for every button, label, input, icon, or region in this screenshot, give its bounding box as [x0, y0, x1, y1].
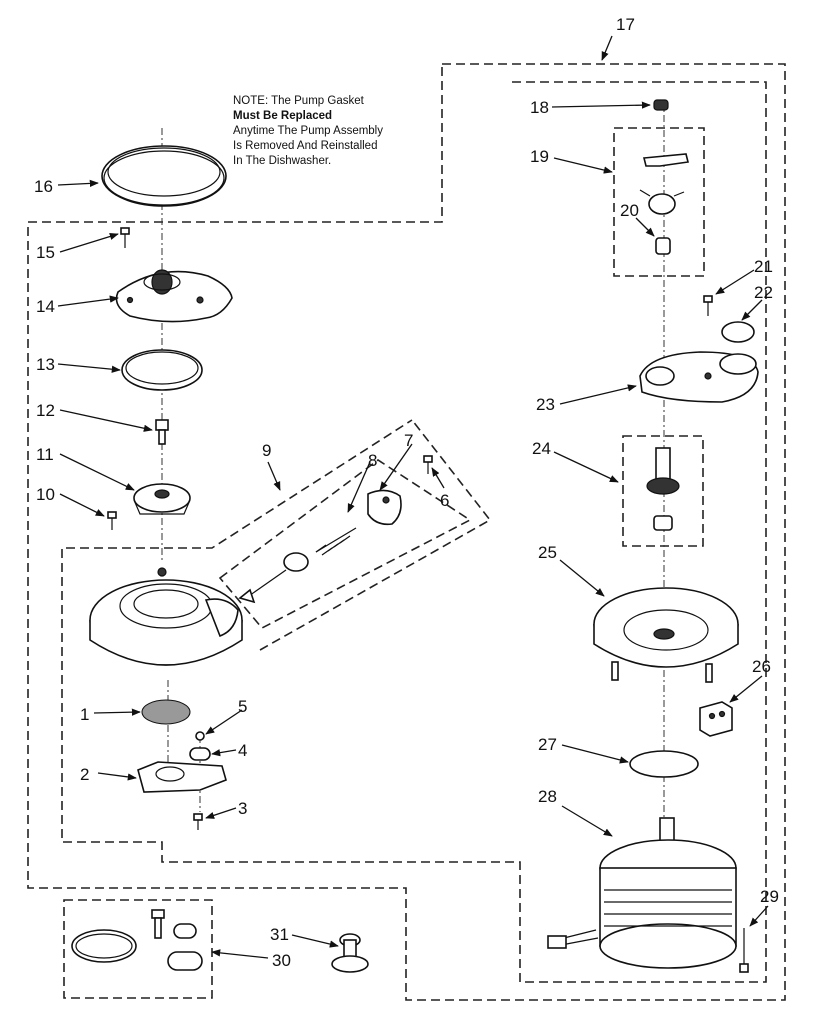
callout-6: 6	[440, 491, 449, 510]
bearing-plate-23	[639, 351, 759, 403]
callout-12: 12	[36, 401, 55, 420]
note-line-4: Is Removed And Reinstalled	[233, 140, 377, 152]
callout-17: 17	[616, 15, 635, 34]
callout-7: 7	[404, 431, 413, 450]
pump-gasket-ring	[101, 145, 227, 207]
callout-5: 5	[238, 697, 247, 716]
callout-29: 29	[760, 887, 779, 906]
callout-25: 25	[538, 543, 557, 562]
screw-29-icon	[739, 928, 749, 973]
valve-cap-7	[367, 489, 402, 526]
valve-assembly-9	[238, 527, 357, 604]
callout-22: 22	[754, 283, 773, 302]
group-pump-lower-boundary	[259, 419, 492, 651]
housing-bracket-2	[137, 761, 227, 793]
pump-housing	[89, 567, 243, 666]
seal-4	[189, 747, 211, 761]
nut-18-icon	[653, 99, 669, 111]
callout-labels: 1 2 3 4 5 6 7 8 9 10 11 12 13 14 15 16 1…	[34, 15, 779, 970]
callout-9: 9	[262, 441, 271, 460]
shaft-coupling-24	[646, 447, 680, 531]
callout-26: 26	[752, 657, 771, 676]
callout-19: 19	[530, 147, 549, 166]
screw-15-icon	[120, 227, 130, 248]
group-24-boundary	[622, 435, 704, 547]
disk-27	[629, 750, 699, 778]
clip-assembly-19	[639, 153, 689, 215]
screw-3-icon	[193, 813, 203, 830]
pump-cover-plate	[115, 269, 233, 323]
seal-ring-22	[721, 321, 755, 343]
gasket-ring-13	[121, 349, 203, 391]
note-line-2: Must Be Replaced	[233, 110, 332, 122]
callout-2: 2	[80, 765, 89, 784]
ball-5-icon	[195, 731, 205, 741]
callout-16: 16	[34, 177, 53, 196]
screw-10-icon	[107, 511, 117, 530]
group-9-boundary	[218, 459, 472, 630]
group-30-boundary	[63, 899, 213, 999]
pump-gasket-note: NOTE: The Pump Gasket Must Be Replaced A…	[233, 95, 383, 167]
motor-mount-25	[593, 587, 739, 683]
motor-28	[547, 817, 737, 969]
screw-21-icon	[703, 295, 713, 316]
callout-23: 23	[536, 395, 555, 414]
callout-20: 20	[620, 201, 639, 220]
callout-27: 27	[538, 735, 557, 754]
bushing-20	[655, 237, 671, 255]
filter-screen-1	[141, 699, 191, 725]
screw-6-icon	[423, 455, 433, 474]
callout-15: 15	[36, 243, 55, 262]
callout-3: 3	[238, 799, 247, 818]
group-17-boundary	[27, 63, 786, 1001]
callout-30: 30	[272, 951, 291, 970]
note-line-1: NOTE: The Pump Gasket	[233, 95, 365, 107]
callout-18: 18	[530, 98, 549, 117]
gasket-kit-30	[71, 909, 203, 971]
leader-lines	[57, 35, 769, 959]
callout-14: 14	[36, 297, 55, 316]
callout-1: 1	[80, 705, 89, 724]
terminal-block-26	[699, 701, 733, 737]
group-motor-assembly-boundary	[61, 81, 767, 983]
group-19-boundary	[613, 127, 705, 277]
callout-31: 31	[270, 925, 289, 944]
impeller-11	[133, 483, 191, 515]
callout-8: 8	[368, 451, 377, 470]
note-line-5: In The Dishwasher.	[233, 155, 331, 167]
float-valve-31	[331, 933, 369, 973]
note-line-3: Anytime The Pump Assembly	[233, 125, 383, 137]
callout-13: 13	[36, 355, 55, 374]
callout-4: 4	[238, 741, 247, 760]
callout-10: 10	[36, 485, 55, 504]
callout-28: 28	[538, 787, 557, 806]
callout-24: 24	[532, 439, 551, 458]
callout-21: 21	[754, 257, 773, 276]
callout-11: 11	[36, 445, 54, 464]
bolt-12-icon	[155, 419, 169, 445]
